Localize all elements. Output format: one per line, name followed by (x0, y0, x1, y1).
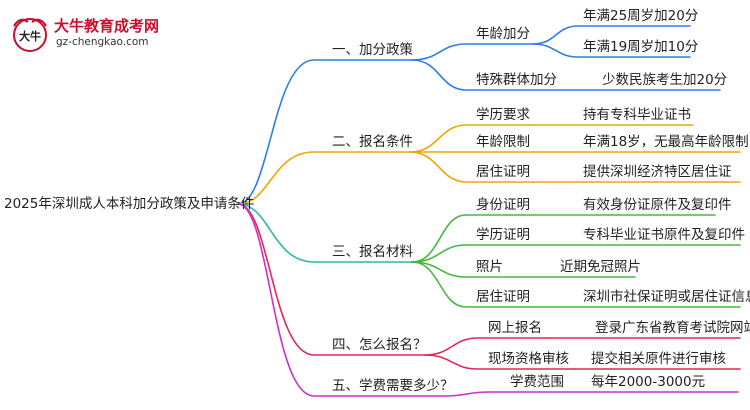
connector-4-2 (424, 354, 576, 370)
connector-3-3 (411, 261, 516, 278)
connector-3-1 (411, 214, 534, 263)
leaf-4-2-1: 提交相关原件进行审核 (591, 351, 726, 367)
item-2-1: 学历要求 (476, 107, 530, 123)
brand-logo: 大牛 大牛教育成考网 gz-chengkao.com (10, 14, 170, 54)
leaf-1-1-1: 年满25周岁加20分 (583, 8, 699, 24)
leaf-3-3-1: 近期免冠照片 (560, 259, 641, 275)
connector-2-1 (409, 124, 534, 153)
branch-5-label: 五、学费需要多少？ (332, 378, 454, 394)
leaf-3-1-1: 有效身份证原件及复印件 (583, 197, 732, 213)
leaf-2-1-1: 持有专科毕业证书 (583, 107, 691, 123)
branch-2-label: 二、报名条件 (332, 134, 413, 150)
branch-3-label: 三、报名材料 (332, 244, 413, 260)
connector-1-2 (411, 59, 561, 91)
connector-3-4 (411, 261, 534, 308)
leaf-2-2-1: 年满18岁，无最高年龄限制 (583, 134, 749, 150)
leaf-3-2-1: 专科毕业证书原件及复印件 (583, 227, 745, 243)
item-2-3: 居住证明 (476, 164, 530, 180)
item-5-1: 学费范围 (510, 374, 564, 390)
connector-5-1 (445, 391, 569, 397)
item-4-2: 现场资格审核 (488, 351, 569, 367)
branch-1-label: 一、加分政策 (332, 42, 413, 58)
connector-root-branch-3 (237, 203, 413, 263)
logo-mark-text: 大牛 (19, 29, 41, 43)
mindmap-root: 2025年深圳成人本科加分政策及申请条件 (4, 196, 255, 212)
item-3-4: 居住证明 (476, 289, 530, 305)
connector-root-branch-1 (237, 59, 413, 205)
item-4-1: 网上报名 (488, 320, 542, 336)
connector-root-branch-4 (237, 203, 426, 356)
connector-1-1 (411, 43, 534, 61)
leaf-5-1-1: 每年2000-3000元 (591, 374, 706, 390)
leaf-1-1-2: 年满19周岁加10分 (583, 39, 699, 55)
leaf-3-4-1: 深圳市社保证明或居住证信息 (583, 289, 750, 305)
connector-3-2 (411, 244, 534, 263)
branch-4-label: 四、怎么报名？ (332, 337, 427, 353)
connector-4-1 (424, 337, 548, 356)
connector-root-branch-2 (237, 151, 411, 205)
item-1-2: 特殊群体加分 (476, 72, 557, 88)
item-2-2: 年龄限制 (476, 134, 530, 150)
item-3-2: 学历证明 (476, 227, 530, 243)
leaf-2-3-1: 提供深圳经济特区居住证 (583, 164, 732, 180)
connector-1-1-2 (532, 43, 691, 58)
leaf-1-2-1: 少数民族考生加20分 (602, 72, 728, 88)
brand-name: 大牛教育成考网 (54, 17, 160, 35)
leaf-4-1-1: 登录广东省教育考试院网站 (595, 320, 750, 336)
item-1-1: 年龄加分 (476, 26, 530, 42)
connector-root-branch-5 (237, 203, 447, 397)
connector-1-1-1 (532, 25, 691, 45)
connector-2-3 (409, 151, 534, 183)
brand-url: gz-chengkao.com (56, 36, 149, 48)
item-3-3: 照片 (476, 259, 503, 275)
item-3-1: 身份证明 (476, 197, 530, 213)
bull-logo-icon: 大牛 (13, 18, 47, 52)
